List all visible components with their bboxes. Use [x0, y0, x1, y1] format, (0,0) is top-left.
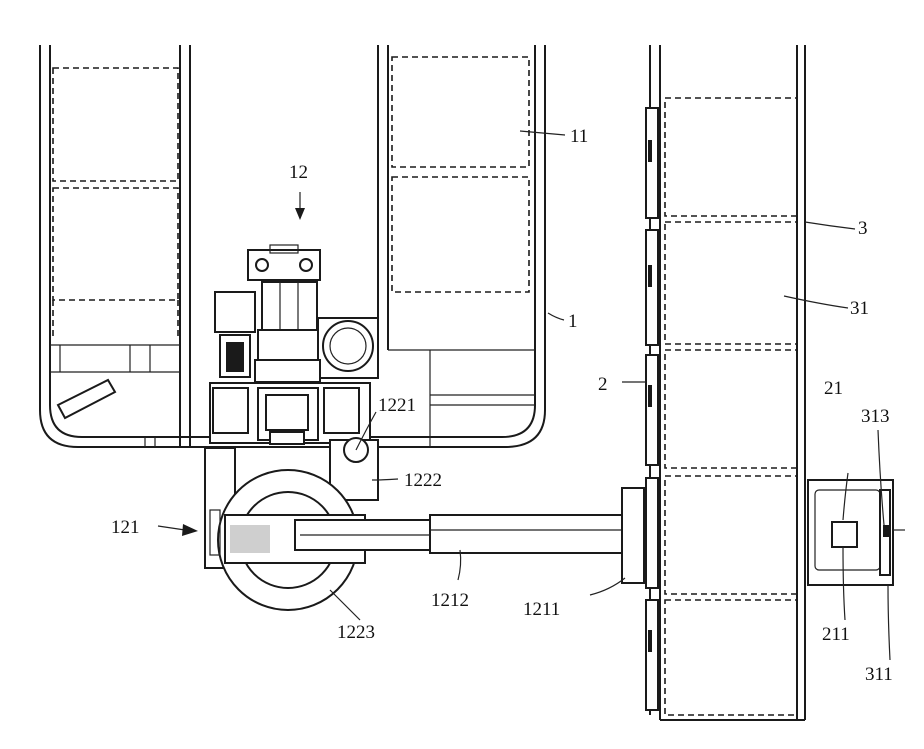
- label-311: 311: [865, 664, 893, 685]
- label-1223: 1223: [337, 622, 375, 643]
- end-effector-1211: [622, 488, 644, 583]
- connector-313: [883, 525, 890, 537]
- storage-cell-11: [392, 57, 529, 167]
- label-11: 11: [570, 126, 588, 147]
- label-1222: 1222: [404, 470, 442, 491]
- right-rack-dashed-cells: [665, 98, 797, 715]
- label-21: 21: [824, 378, 843, 399]
- label-1: 1: [568, 311, 578, 332]
- label-313: 313: [861, 406, 890, 427]
- right-rack-3: [646, 45, 805, 720]
- label-1212: 1212: [431, 590, 469, 611]
- label-12: 12: [289, 162, 308, 183]
- station-21: [808, 480, 905, 585]
- robot-12: [210, 245, 378, 444]
- storage-cell-31: [665, 222, 797, 344]
- label-3: 3: [858, 218, 868, 239]
- label-211: 211: [822, 624, 850, 645]
- label-31: 31: [850, 298, 869, 319]
- label-121: 121: [111, 517, 140, 538]
- label-1221: 1221: [378, 395, 416, 416]
- side-block-2: [646, 355, 658, 465]
- sensor-211: [832, 522, 857, 547]
- label-2: 2: [598, 374, 608, 395]
- label-1211: 1211: [523, 599, 560, 620]
